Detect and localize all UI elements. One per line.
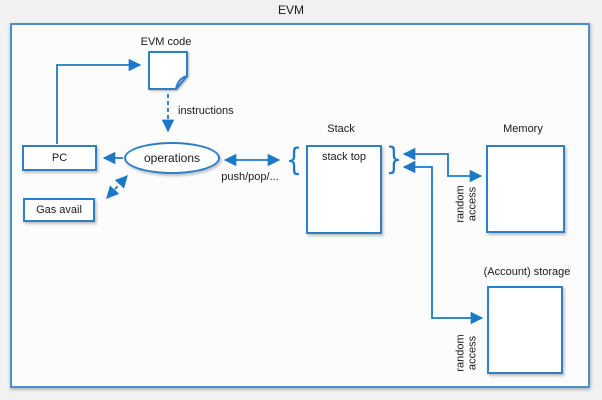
pc-node: PC [22, 145, 97, 171]
random-access-storage-label: random access [454, 334, 479, 372]
stack-left-brace-icon: { [285, 141, 303, 179]
stack-node [306, 145, 382, 234]
gas-avail-node: Gas avail [23, 198, 95, 222]
memory-node [486, 145, 565, 233]
account-storage-title-label: (Account) storage [483, 266, 571, 278]
instructions-edge-label: instructions [178, 105, 234, 117]
stack-right-brace-icon: } [385, 140, 403, 178]
stack-title-label: Stack [327, 123, 355, 135]
account-storage-node [487, 286, 563, 374]
push-pop-edge-label: push/pop/... [221, 171, 279, 183]
gas-avail-label: Gas avail [36, 204, 82, 216]
evm-code-label: EVM code [140, 36, 192, 48]
diagram-title: EVM [277, 3, 304, 17]
memory-title-label: Memory [503, 123, 543, 135]
pc-label: PC [51, 152, 68, 164]
document-icon [148, 51, 188, 90]
operations-node: operations [124, 142, 220, 174]
stack-top-label: stack top [321, 151, 367, 163]
random-access-memory-label: random access [454, 185, 479, 223]
operations-label: operations [143, 151, 201, 165]
